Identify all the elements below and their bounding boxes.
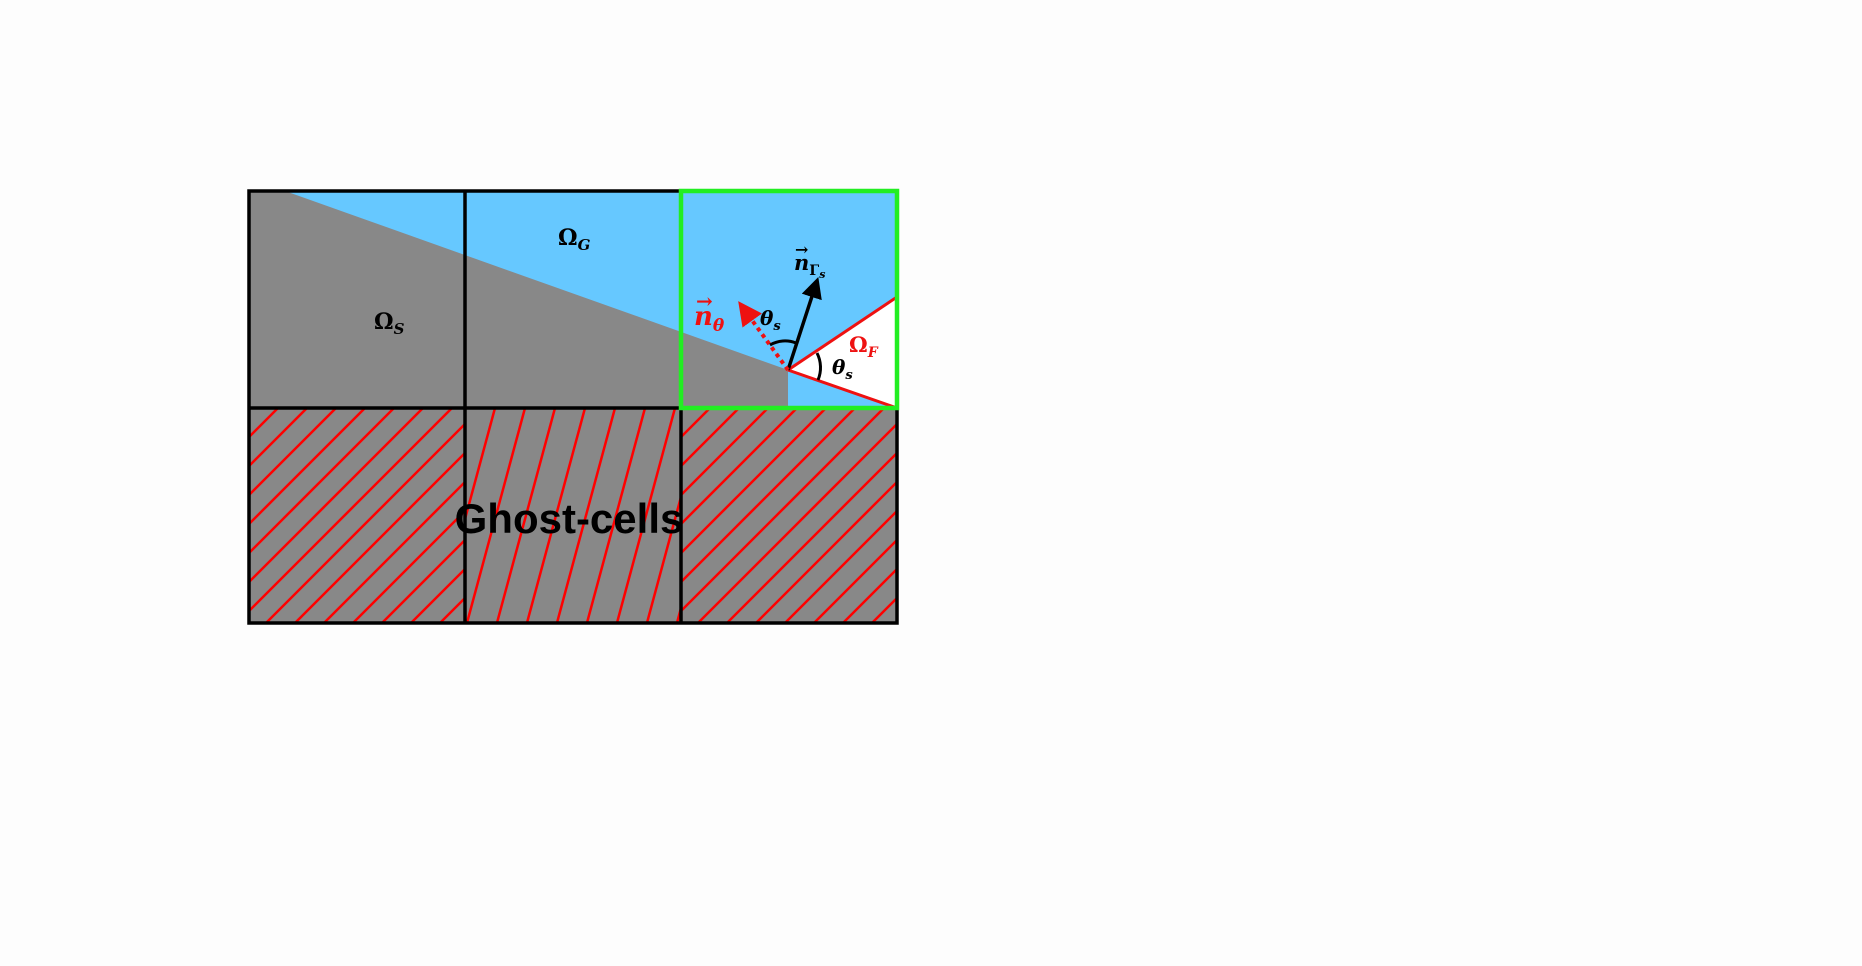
label-omega-f: ΩF	[849, 332, 879, 361]
hatch-right	[681, 408, 1348, 623]
hatch-line	[249, 408, 453, 613]
hatch-line	[585, 408, 647, 623]
hatch-line	[784, 509, 897, 623]
fluid-wedge-upper-edge	[787, 295, 898, 372]
hatch-line	[645, 492, 681, 623]
hatch-line	[249, 408, 395, 555]
hatch-line	[1104, 408, 1319, 623]
hatch-line	[615, 408, 677, 623]
label-theta-upper: θs	[760, 306, 781, 334]
hatch-line	[265, 422, 465, 623]
hatch-line	[842, 567, 897, 623]
hatch-line	[323, 480, 465, 623]
hatch-line	[681, 408, 827, 555]
hatch-mid	[465, 408, 681, 623]
hatch-left	[5, 408, 465, 623]
hatch-line	[249, 408, 337, 497]
hatch-line	[495, 408, 557, 623]
hatch-line	[681, 408, 740, 468]
hatch-line	[681, 408, 856, 584]
hatch-line	[249, 408, 279, 439]
hatch-line	[726, 451, 897, 623]
hatch-line	[249, 408, 366, 526]
vector-arrow-n-theta: →	[696, 289, 713, 313]
hatch-line	[871, 596, 897, 623]
hatch-line	[813, 538, 897, 623]
label-n-theta: nθ	[694, 302, 725, 336]
interface-cell-highlight	[678, 188, 900, 411]
hatch-line	[681, 408, 798, 526]
hatch-line	[525, 408, 587, 623]
hatch-line	[249, 408, 308, 468]
label-n-gamma: nΓs	[794, 250, 825, 281]
hatch-line	[381, 538, 465, 623]
hatch-line	[5, 408, 220, 623]
hatch-line	[465, 408, 527, 623]
hatch-line	[901, 408, 1116, 623]
hatch-line	[959, 408, 1174, 623]
normal-vector-theta	[738, 301, 790, 372]
label-omega-s: ΩS	[374, 309, 405, 338]
hatch-line	[555, 408, 617, 623]
hatch-line	[988, 408, 1203, 623]
hatch-line	[1046, 408, 1261, 623]
label-ghost-cells: Ghost-cells	[455, 495, 684, 542]
hatch-line	[249, 408, 250, 410]
hatch-line	[410, 567, 465, 623]
hatch-line	[1017, 408, 1232, 623]
angle-arc-lower	[815, 352, 822, 381]
fluid-region	[788, 297, 897, 408]
hatch-line	[697, 422, 897, 623]
fluid-wedge-lower-edge	[787, 368, 898, 410]
hatch-line	[1133, 408, 1348, 623]
solid-region	[249, 191, 788, 408]
hatch-line	[352, 509, 465, 623]
hatch-line	[681, 408, 885, 613]
label-theta-lower: θs	[832, 355, 853, 383]
label-omega-g: ΩG	[558, 225, 591, 254]
hatch-line	[755, 480, 897, 623]
hatch-line	[249, 408, 424, 584]
hatch-line	[930, 408, 1145, 623]
hatch-line	[681, 408, 769, 497]
hatch-line	[294, 451, 465, 623]
angle-arc-upper	[769, 339, 797, 347]
vector-arrow-n-gamma: →	[795, 240, 808, 259]
normal-vector-gamma	[786, 277, 822, 371]
hatch-line	[1075, 408, 1290, 623]
